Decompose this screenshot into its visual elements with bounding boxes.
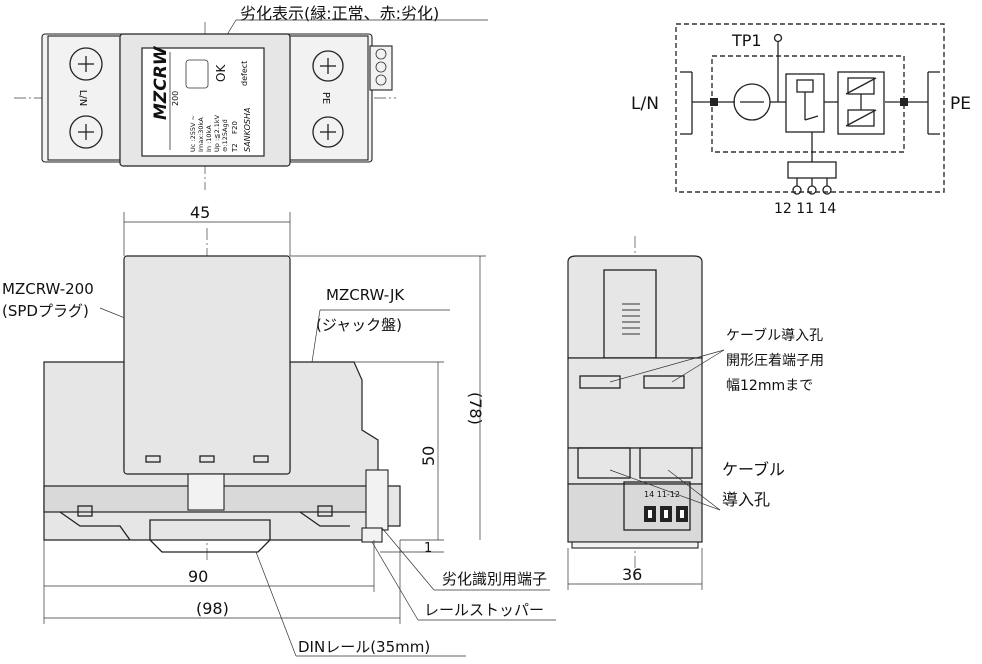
side-plug <box>567 255 703 359</box>
circuit-right-label: PE <box>950 94 971 114</box>
dim-36: 36 <box>622 565 642 584</box>
screw-icon <box>69 47 103 81</box>
terminal-label: 劣化識別用端子 <box>442 570 547 588</box>
cable-hole-2-line1: ケーブル <box>722 460 785 479</box>
plug-face-label <box>141 47 265 157</box>
top-right-terminal-block <box>289 35 369 161</box>
rail-stopper-label: レールストッパー <box>424 601 544 619</box>
face-spec: In :10kA <box>205 125 213 152</box>
side-terminal-block <box>623 481 691 531</box>
cable-hole-2-line2: 導入孔 <box>722 490 770 509</box>
identification-terminal <box>365 469 389 531</box>
face-ok: OK <box>214 64 228 82</box>
dim-90: 90 <box>188 567 208 586</box>
dim-50: 50 <box>419 446 438 466</box>
face-mark: T2 <box>231 143 239 153</box>
identification-terminal-top <box>369 45 393 91</box>
dim-1: 1 <box>424 541 432 556</box>
screw-icon <box>69 115 103 149</box>
face-maker: SANKOSHA <box>243 108 252 152</box>
plug-desc-label: (SPDプラグ) <box>2 302 89 320</box>
rail-stopper <box>361 527 383 543</box>
side-terminal-pins: 14 11-12 <box>644 490 680 499</box>
screw-icon <box>312 116 344 148</box>
face-spec: Up :≦2.1kV <box>213 114 221 152</box>
dim-78: (78) <box>466 392 485 425</box>
indicator-window <box>185 59 209 89</box>
circuit-pins-label: 12 11 14 <box>774 201 836 217</box>
circuit-inner-box <box>711 55 905 153</box>
base-desc-label: (ジャック盤) <box>316 316 402 334</box>
top-view: 劣化表示(緑:正常、赤:劣化) L/N PE <box>14 4 488 190</box>
plug-model-label: MZCRW-200 <box>2 280 94 298</box>
face-mark2: F20 <box>231 121 239 134</box>
cable-hole-1-line3: 幅12mmまで <box>726 378 813 394</box>
side-base-upper <box>567 357 703 449</box>
din-rail-label: DINレール(35mm) <box>298 638 430 656</box>
cable-hole-1-line2: 開形圧着端子用 <box>726 353 824 369</box>
circuit-tp-label: TP1 <box>731 31 762 50</box>
face-defect: defect <box>240 61 249 86</box>
side-view: 14 11-12 36 ケーブル導入孔 開形圧着端子用 幅12mmまで ケーブル… <box>567 236 824 590</box>
circuit-outer-box <box>675 23 945 193</box>
face-model-no: 200 <box>171 91 180 106</box>
relay-icon <box>785 73 825 133</box>
dim-45: 45 <box>190 203 210 222</box>
face-spec: ⊖:125Agd <box>221 119 229 152</box>
degradation-indicator-label: 劣化表示(緑:正常、赤:劣化) <box>240 4 439 23</box>
dim-98: (98) <box>196 599 229 618</box>
plug-pin <box>187 473 225 511</box>
screw-icon <box>312 50 344 82</box>
circuit-diagram: TP1 L/N PE 12 11 14 <box>631 23 971 217</box>
base-model-label: MZCRW-JK <box>326 286 405 304</box>
front-view: 45 MZCRW-200 (SPDプラグ) MZCRW-JK (ジャック盤) (… <box>2 203 556 657</box>
spd-plug <box>123 255 291 475</box>
din-rail <box>149 519 271 553</box>
top-left-terminal-block <box>47 35 121 161</box>
face-spec: Uc :255V ~ <box>189 115 197 152</box>
varistor-icon <box>837 71 885 135</box>
cable-hole-1-line1: ケーブル導入孔 <box>726 327 823 344</box>
face-spec: Imax:30kA <box>197 117 205 152</box>
top-terminal-right-label: PE <box>320 92 331 104</box>
face-brand: MZCRW <box>151 45 171 120</box>
circuit-left-label: L/N <box>631 94 659 114</box>
top-terminal-left-label: L/N <box>77 90 88 106</box>
